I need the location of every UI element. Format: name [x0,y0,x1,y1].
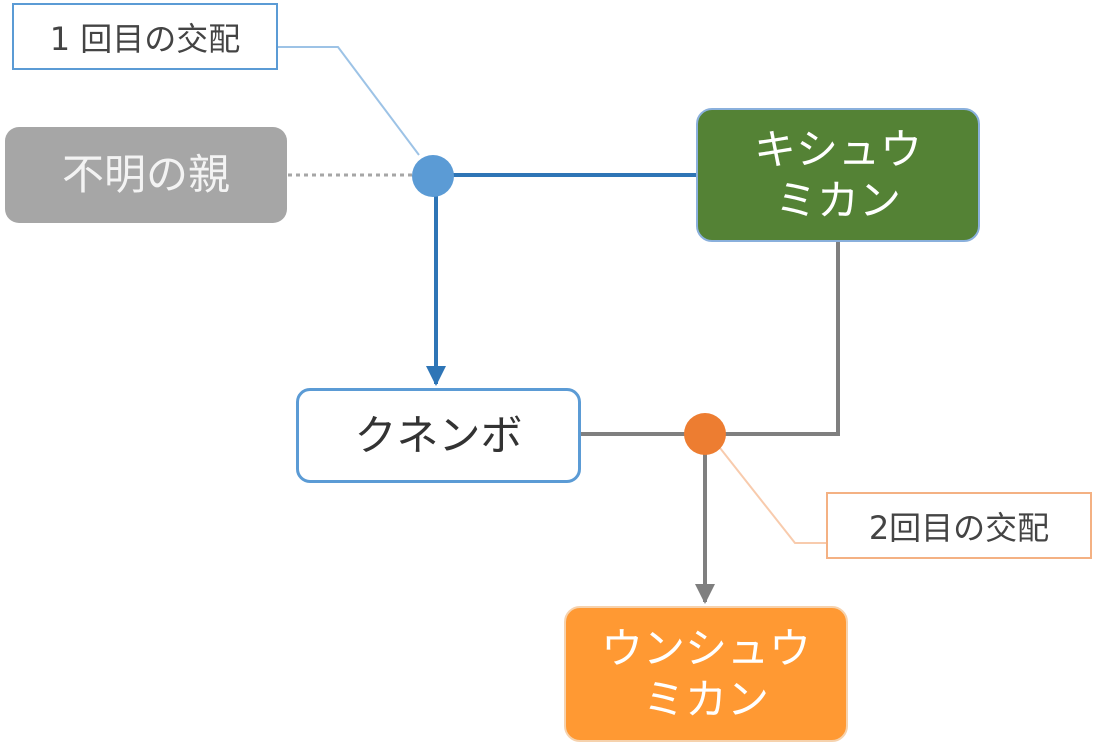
first-cross-callout-label: 1 回目の交配 [49,19,241,58]
first-cross-dot [412,155,454,197]
unknown-parent-label: 不明の親 [61,150,230,200]
unknown-parent-node: 不明の親 [5,127,287,223]
kishu-mikan-node: キシュウ ミカン [696,108,980,242]
second-cross-callout-label: 2回目の交配 [868,508,1050,547]
kishu-to-second-cross-link [716,242,840,436]
kunenbo-label: クネンボ [354,410,523,460]
kishu-mikan-label-line2: ミカン [774,176,901,225]
kunenbo-node: クネンボ [296,388,581,483]
first-cross-callout: 1 回目の交配 [12,3,278,70]
kishu-mikan-label-line1: キシュウ [753,124,922,174]
unshu-mikan-label-line2: ミカン [642,675,769,724]
unshu-mikan-label-line1: ウンシュウ [600,623,811,673]
first-cross-callout-leader [278,46,420,156]
second-cross-callout: 2回目の交配 [826,492,1092,559]
second-cross-callout-leader [719,447,826,544]
second-cross-dot [684,413,726,455]
unshu-mikan-node: ウンシュウ ミカン [564,606,848,742]
